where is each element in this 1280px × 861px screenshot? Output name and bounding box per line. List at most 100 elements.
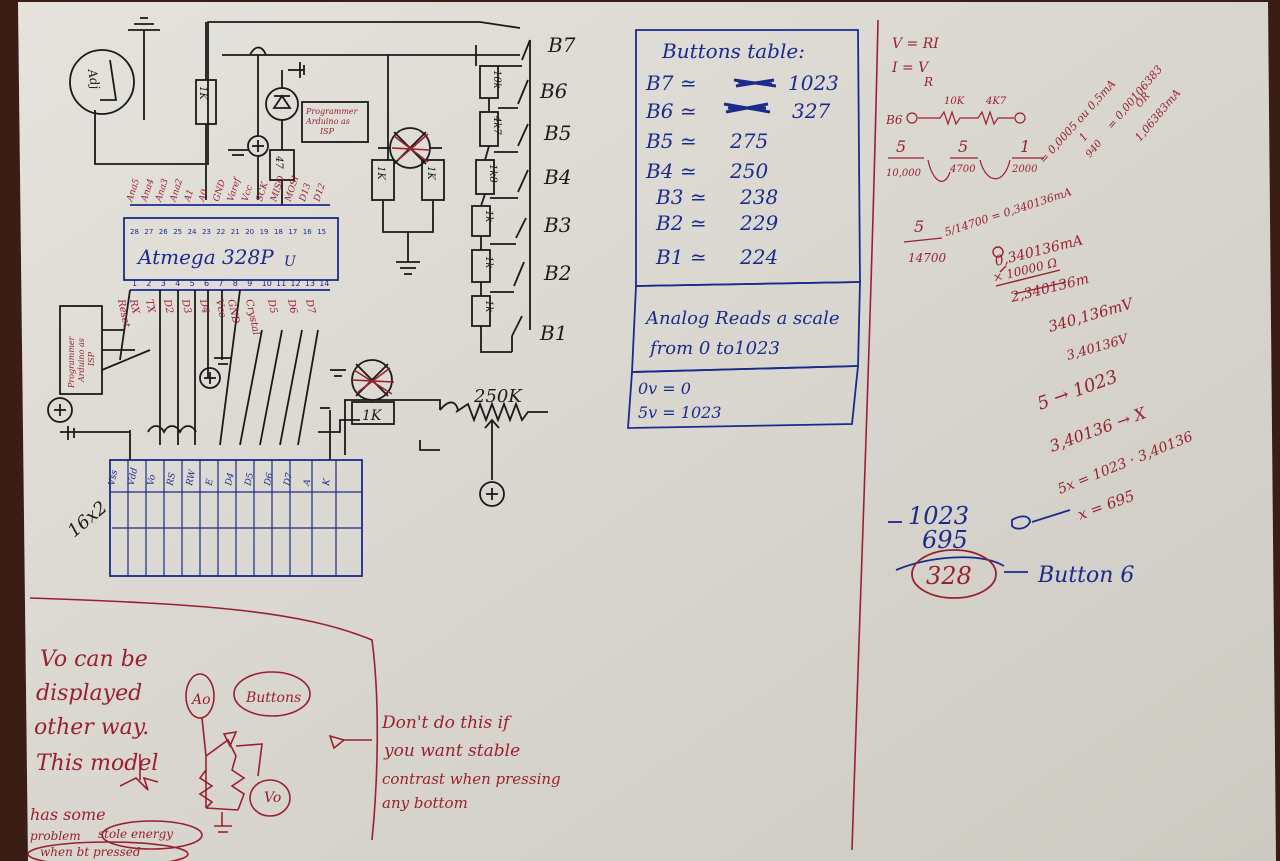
table-row-button-4: B4 xyxy=(645,159,673,183)
frac1-den: 10,000 xyxy=(886,168,922,179)
ohm-current: I = V xyxy=(891,60,930,76)
resistor-label-1k-c: 1k xyxy=(483,300,494,312)
resistor-label-10k: 10k xyxy=(491,70,502,89)
table-row-button-7: B1 xyxy=(655,245,683,269)
resistor-label-4k7: 4k7 xyxy=(491,115,502,135)
mcu-top-pin-number-10: 19 xyxy=(260,228,269,236)
mcu-bottom-pin-number-8: 8 xyxy=(233,279,238,288)
table-row-button-5: B3 xyxy=(655,185,683,209)
lcd-pin-2: Vdd xyxy=(127,467,141,487)
note-line8: when bt pressed xyxy=(40,845,141,859)
note-line1: Vo can be xyxy=(40,647,148,672)
frac3-den: 2000 xyxy=(1011,164,1038,175)
programmer-left-line2: Arduino as xyxy=(77,338,86,383)
margin-line-horizontal xyxy=(29,597,379,841)
mcu-top-pin-5: A1 xyxy=(183,188,197,204)
lcd-pin-9: D6 xyxy=(263,472,276,488)
programmer-top-line2: Arduino as xyxy=(305,117,350,126)
table-scribbles xyxy=(723,78,777,114)
table-row-value-3: 275 xyxy=(729,129,768,153)
button-label-b4: B4 xyxy=(543,165,571,189)
mcu-bottom-pin-number-14: 14 xyxy=(319,279,329,288)
frac2-num: 5 xyxy=(958,137,968,156)
lcd-pin-1: Vss xyxy=(107,469,120,487)
note-line7: stole energy xyxy=(98,827,173,841)
lcd-pin-3: Vo xyxy=(146,473,158,486)
buttons-table xyxy=(627,29,861,429)
mcu-top-pin-number-6: 23 xyxy=(202,228,211,236)
programmer-top-line3: ISP xyxy=(319,127,335,136)
result-label: Button 6 xyxy=(1037,563,1134,588)
lcd-pin-8: D5 xyxy=(243,472,256,488)
mcu-top-pin-number-1: 28 xyxy=(130,228,139,236)
mcu-bottom-pin-number-11: 11 xyxy=(276,279,286,288)
pot-label: 250K xyxy=(473,386,523,407)
ohm-denominator: R xyxy=(923,75,933,89)
resistor-label-1k-a: 1k xyxy=(483,210,494,222)
table-row-value-1: 1023 xyxy=(788,71,839,95)
table-row-value-6: 229 xyxy=(739,211,778,235)
b6-label: B6 xyxy=(885,113,903,127)
scale-five: 5v = 1023 xyxy=(638,403,722,422)
mcu-u-label: U xyxy=(284,254,297,270)
mcu-top-pin-6: A0 xyxy=(197,188,211,204)
mcu-bottom-pin-number-1: 1 xyxy=(132,279,137,288)
mcu-bottom-pin-3: TX xyxy=(143,298,157,315)
warning-line3: contrast when pressing xyxy=(382,770,561,788)
resistor-label-1k8: 1k8 xyxy=(487,164,498,183)
table-row-button-3: B5 xyxy=(645,129,673,153)
subtraction-marks xyxy=(888,509,1071,573)
mcu-bottom-pin-number-2: 2 xyxy=(146,279,151,288)
mcu-bottom-pin-4: D2 xyxy=(161,297,175,314)
mcu-bottom-pin-number-9: 9 xyxy=(247,279,252,288)
button-switches xyxy=(490,39,531,352)
programmer-left-line1: Programmer xyxy=(67,335,76,389)
note-line3: other way. xyxy=(34,715,149,740)
ladder-resistor-a: 1K xyxy=(375,166,386,180)
buttons-table-title: Buttons table: xyxy=(661,39,805,63)
lcd-pin-11: A xyxy=(302,478,313,488)
b6-r2-label: 4K7 xyxy=(985,96,1007,107)
note-line5: has some xyxy=(30,805,106,824)
warning-line1: Don't do this if xyxy=(381,713,512,733)
mcu-bottom-pin-number-12: 12 xyxy=(290,279,300,288)
note-line6: problem xyxy=(30,829,81,843)
mcu-bottom-pin-5: D3 xyxy=(179,297,193,314)
mcu-bottom-pin-10: D5 xyxy=(265,297,279,314)
mcu-bottom-pin-number-4: 4 xyxy=(175,279,180,288)
mcu-bottom-pin-6: D4 xyxy=(197,297,211,314)
note-ao-label: Ao xyxy=(190,692,211,708)
mcu-label: Atmega 328P xyxy=(136,245,274,269)
paper-shade xyxy=(18,2,1276,861)
mcu-top-pin-number-11: 18 xyxy=(274,228,283,236)
mcu-chip xyxy=(123,217,339,281)
mcu-top-pin-number-5: 24 xyxy=(188,228,197,236)
lcd-pin-5: RW xyxy=(185,468,198,487)
table-row-symbol-6: ≃ xyxy=(690,211,707,235)
table-row-symbol-2: ≃ xyxy=(680,99,697,123)
button-label-b1: B1 xyxy=(539,321,567,345)
table-row-value-7: 224 xyxy=(739,245,778,269)
note-line2: displayed xyxy=(36,681,142,706)
mcu-top-pin-9: Vcc xyxy=(241,184,256,203)
analog-note-line1: Analog Reads a scale xyxy=(644,308,840,329)
table-row-value-5: 238 xyxy=(739,185,778,209)
note-vo-label: Vo xyxy=(264,790,281,806)
table-row-value-4: 250 xyxy=(729,159,768,183)
subtraction-result: 328 xyxy=(926,562,972,590)
table-row-symbol-5: ≃ xyxy=(690,185,707,209)
mcu-top-pin-number-7: 22 xyxy=(216,228,225,236)
adj-label: Adj xyxy=(85,67,102,90)
mcu-top-pin-number-8: 21 xyxy=(231,228,240,236)
button-label-b2: B2 xyxy=(543,261,571,285)
table-row-button-2: B6 xyxy=(645,99,674,123)
resistor-label-1k-b: 1k xyxy=(483,256,494,268)
strike-lines xyxy=(992,246,1067,295)
note-drawing xyxy=(27,671,372,861)
mcu-top-pin-number-13: 16 xyxy=(303,228,312,236)
mcu-bottom-pin-number-6: 6 xyxy=(204,279,209,288)
frac1-num: 5 xyxy=(896,137,906,156)
mcu-top-pin-number-12: 17 xyxy=(288,228,297,236)
mcu-top-pin-number-9: 20 xyxy=(245,228,254,236)
